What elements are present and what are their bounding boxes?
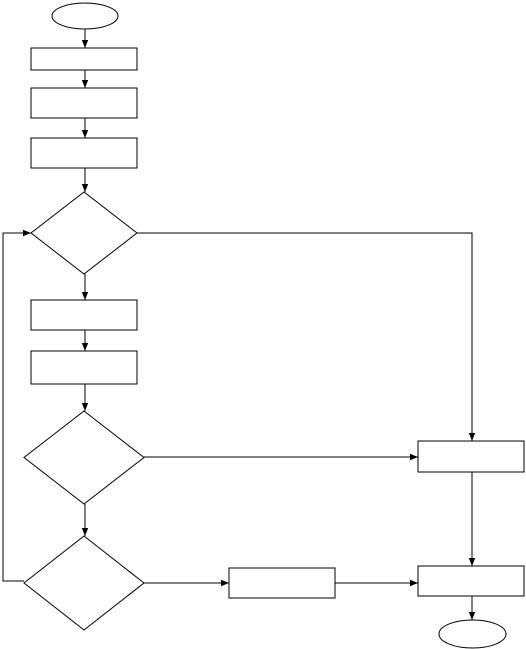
arrowhead-icon [221, 579, 229, 587]
arrowhead-icon [81, 403, 89, 411]
edges-layer [2, 29, 476, 620]
edge-decision-3-to-process-6 [144, 579, 229, 587]
process-box [228, 567, 336, 599]
arrowhead-icon [468, 433, 476, 441]
process-box [30, 350, 138, 385]
arrowhead-icon [468, 612, 476, 620]
edge-decision-1-to-process-4 [81, 274, 89, 300]
process-box [30, 137, 138, 169]
end-terminal [438, 619, 507, 649]
edge-process-1-to-process-2 [81, 70, 89, 88]
node-process-2 [30, 87, 138, 119]
edge-line [137, 232, 473, 441]
arrowhead-icon [410, 579, 418, 587]
decision-shape [23, 410, 145, 505]
node-process-1 [30, 47, 138, 71]
start-terminal [51, 2, 119, 30]
node-decision-1 [30, 191, 138, 275]
process-box [417, 440, 525, 473]
node-decision-3 [23, 535, 145, 631]
edge-decision-3-to-decision-1 [2, 229, 31, 582]
node-process-7 [417, 440, 525, 473]
node-process-5 [30, 350, 138, 385]
edge-process-6-to-process-8 [335, 579, 418, 587]
edge-decision-2-to-process-7 [144, 453, 418, 461]
arrowhead-icon [81, 80, 89, 88]
edge-process-3-to-decision-1 [81, 168, 89, 192]
nodes-layer [23, 2, 525, 649]
arrowhead-icon [81, 40, 89, 48]
edge-line [2, 232, 31, 582]
node-decision-2 [23, 410, 145, 505]
node-process-6 [228, 567, 336, 599]
arrowhead-icon [81, 130, 89, 138]
decision-shape [23, 535, 145, 631]
edge-start-to-process-1 [81, 29, 89, 48]
node-start [51, 2, 119, 30]
process-box [30, 299, 138, 331]
node-process-4 [30, 299, 138, 331]
process-box [30, 87, 138, 119]
edge-process-2-to-process-3 [81, 118, 89, 138]
decision-shape [30, 191, 138, 275]
node-end [438, 619, 507, 649]
edge-process-7-to-process-8 [468, 472, 476, 566]
process-box [417, 565, 525, 597]
arrowhead-icon [81, 343, 89, 351]
node-process-3 [30, 137, 138, 169]
arrowhead-icon [23, 229, 31, 237]
edge-decision-1-to-process-7 [137, 232, 476, 441]
edge-process-4-to-process-5 [81, 330, 89, 351]
arrowhead-icon [81, 292, 89, 300]
node-process-8 [417, 565, 525, 597]
process-box [30, 47, 138, 71]
arrowhead-icon [410, 453, 418, 461]
edge-decision-2-to-decision-3 [81, 504, 89, 536]
edge-process-5-to-decision-2 [81, 384, 89, 411]
arrowhead-icon [81, 184, 89, 192]
edge-process-8-to-end [468, 596, 476, 620]
arrowhead-icon [81, 528, 89, 536]
arrowhead-icon [468, 558, 476, 566]
